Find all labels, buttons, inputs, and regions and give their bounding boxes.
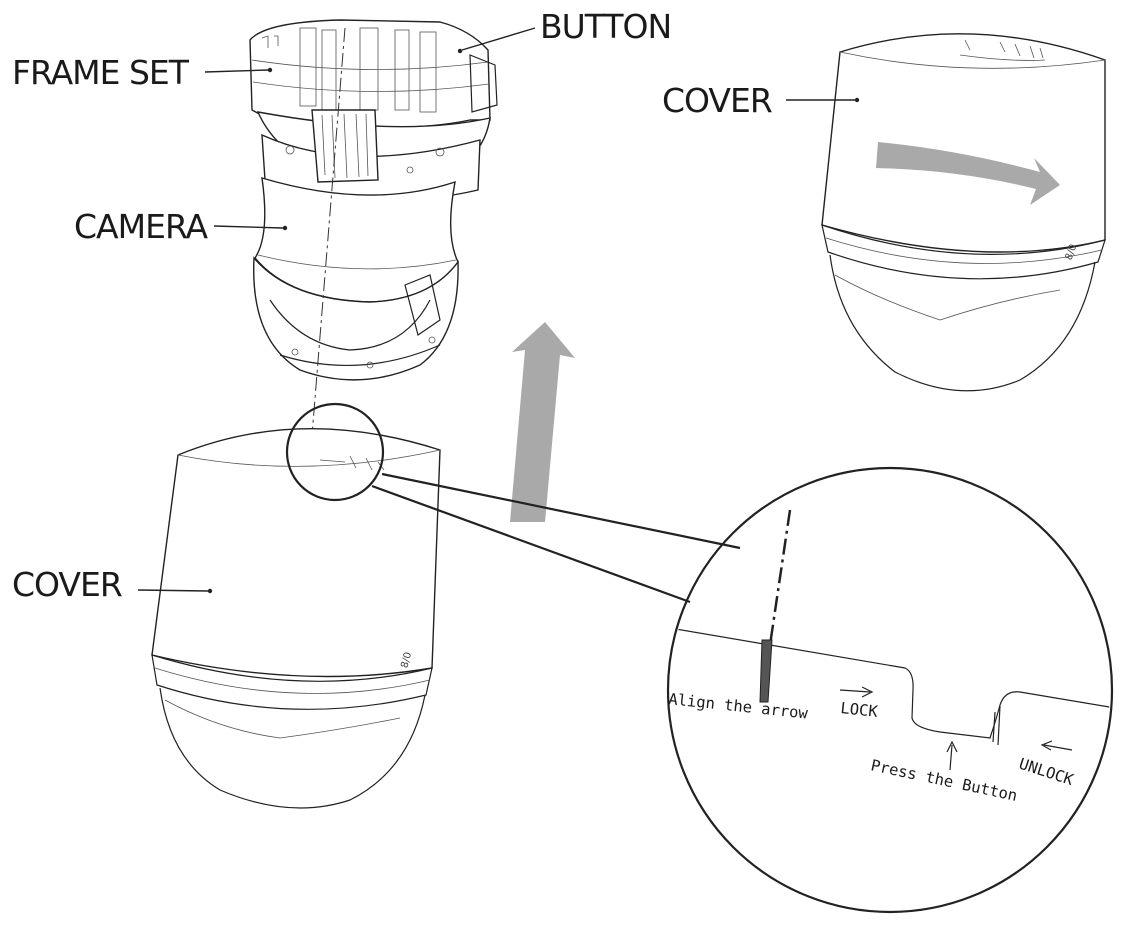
frame-set-label: FRAME SET — [12, 53, 190, 92]
cover-left-callout: COVER — [12, 565, 213, 604]
detail-callout — [666, 466, 1114, 914]
lift-up-arrow — [510, 322, 575, 522]
frame-set-camera-assembly — [249, 19, 498, 461]
camera-label: CAMERA — [74, 207, 209, 246]
cover-left-label: COVER — [12, 565, 122, 604]
align-arrow-text: Align the arrow — [668, 690, 810, 723]
lock-text: LOCK — [840, 699, 880, 721]
press-button-text: Press the Button — [869, 756, 1019, 805]
button-callout: BUTTON — [457, 7, 672, 54]
cover-top-callout: COVER — [662, 81, 860, 120]
svg-text:8/0: 8/0 — [1064, 243, 1080, 262]
unlock-text: UNLOCK — [1017, 755, 1076, 790]
camera-callout: CAMERA — [74, 207, 288, 246]
frame-set-callout: FRAME SET — [12, 53, 273, 92]
magnifier — [285, 402, 741, 604]
cover-left: 8/0 — [151, 427, 441, 809]
button-label: BUTTON — [540, 7, 671, 46]
cover-top-right: 8/0 — [821, 33, 1106, 392]
cover-top-label: COVER — [662, 81, 772, 120]
rotate-direction-arrow — [876, 142, 1060, 205]
svg-text:8/0: 8/0 — [399, 651, 414, 669]
